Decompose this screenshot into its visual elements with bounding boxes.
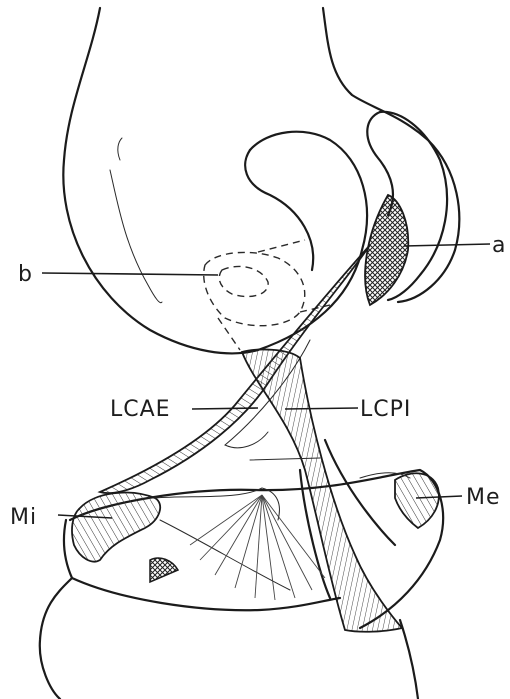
- leader-b: [42, 273, 218, 275]
- femur: [63, 8, 459, 353]
- label-me: Me: [466, 485, 501, 510]
- leader-a: [404, 244, 490, 246]
- label-b: b: [18, 262, 33, 287]
- fan-fibers: [190, 495, 325, 600]
- label-a: a: [492, 233, 506, 258]
- lcae-ligament: [100, 245, 370, 493]
- ligament-attachment-a: [365, 195, 408, 305]
- label-lcpi: LCPI: [360, 397, 411, 422]
- label-mi: Mi: [10, 505, 37, 530]
- label-lcae: LCAE: [110, 397, 171, 422]
- leader-lcae: [192, 408, 258, 409]
- leader-lcpi: [285, 408, 358, 409]
